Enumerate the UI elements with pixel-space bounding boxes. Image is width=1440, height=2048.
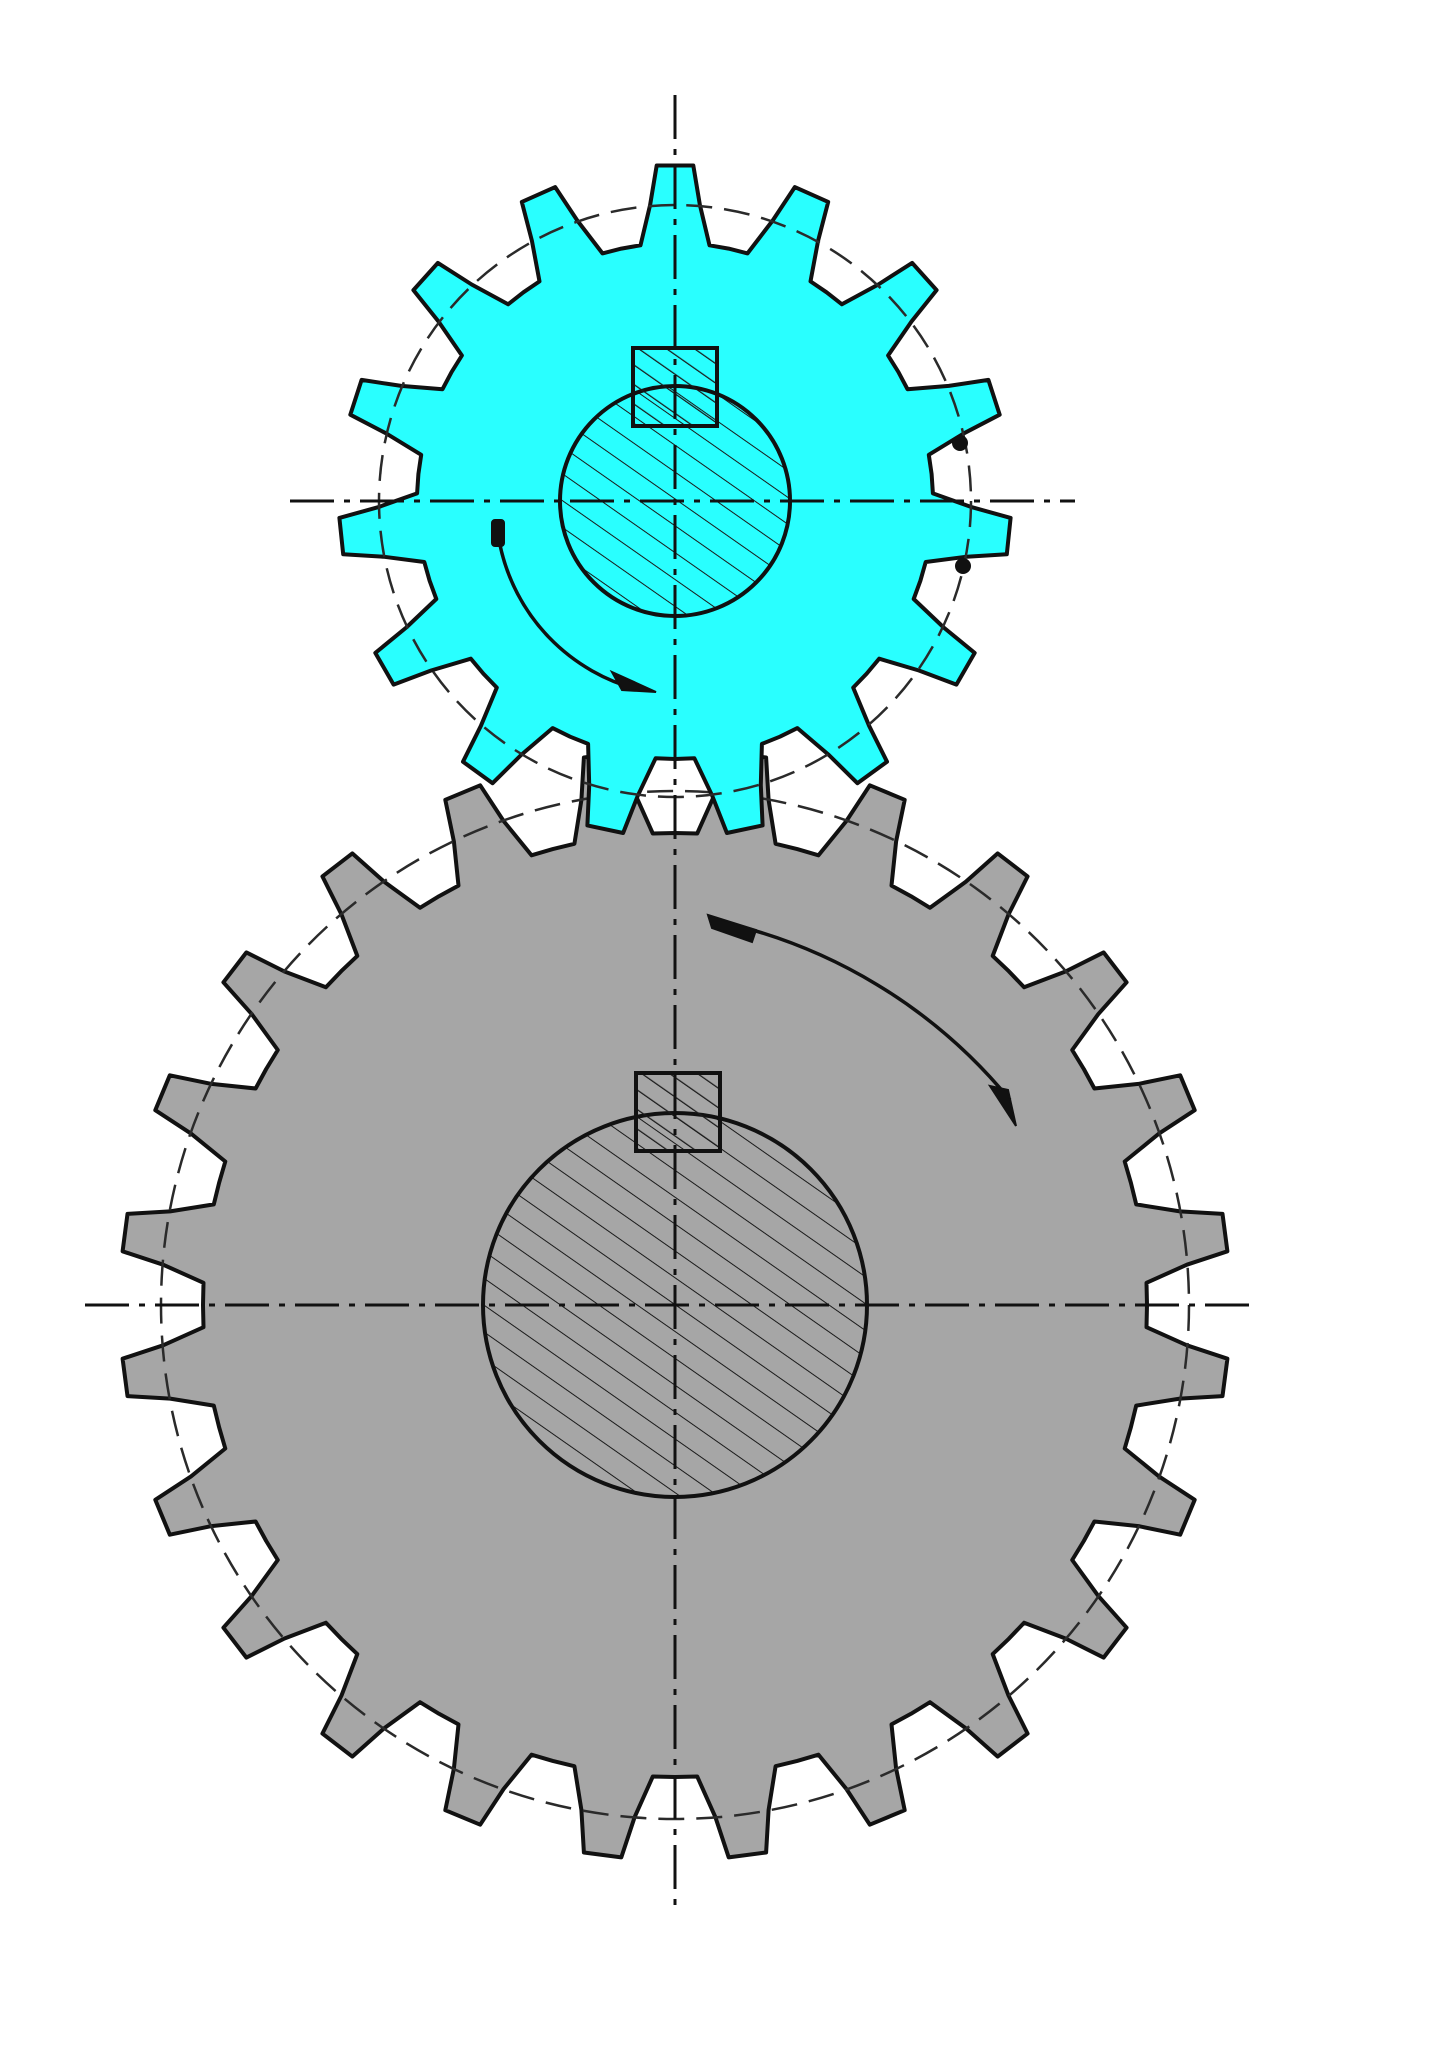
pinion-pitch-marker-lower [955, 558, 971, 574]
pinion-pitch-marker-upper [952, 435, 968, 451]
driven-gear-arrow-tail-icon [706, 913, 758, 944]
driven-gear-key [634, 1071, 722, 1153]
pinion-arrow-head [609, 669, 657, 693]
driven-gear-rotation-arrow [711, 918, 1012, 1102]
pinion-rotation-arrow [498, 544, 641, 692]
pinion-arrow-tail-icon [491, 519, 505, 547]
driven-gear-arrow-head [987, 1084, 1017, 1127]
